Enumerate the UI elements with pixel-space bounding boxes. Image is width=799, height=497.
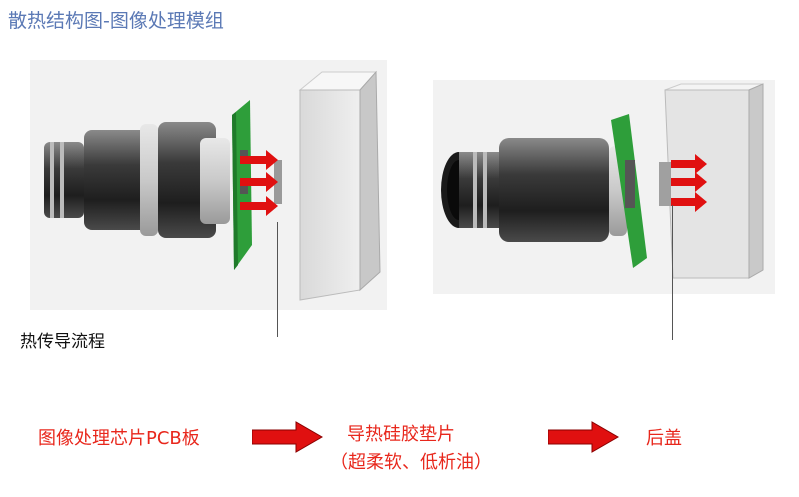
heat-arrows-right [671,154,707,212]
leader-line-left [277,222,278,337]
camera-lens-right [441,138,627,242]
caption-heat-flow: 热传导流程 [20,332,105,352]
flow-step-thermal-pad-note: （超柔软、低析油） [330,452,492,473]
back-cover-right [659,83,764,279]
flow-arrow-2 [548,420,620,454]
back-cover-left [298,70,381,301]
flow-step-back-cover: 后盖 [646,428,682,449]
flow-step-pcb: 图像处理芯片PCB板 [38,428,200,449]
page-title: 散热结构图-图像处理模组 [8,10,224,32]
exploded-view-right [433,80,775,294]
camera-lens [44,122,230,238]
leader-line-right [672,205,673,340]
heat-arrows-left [240,150,278,216]
pcb-board-right [611,114,647,268]
flow-step-thermal-pad: 导热硅胶垫片 [347,424,455,445]
flow-arrow-1 [252,420,324,454]
exploded-view-left [30,60,387,310]
